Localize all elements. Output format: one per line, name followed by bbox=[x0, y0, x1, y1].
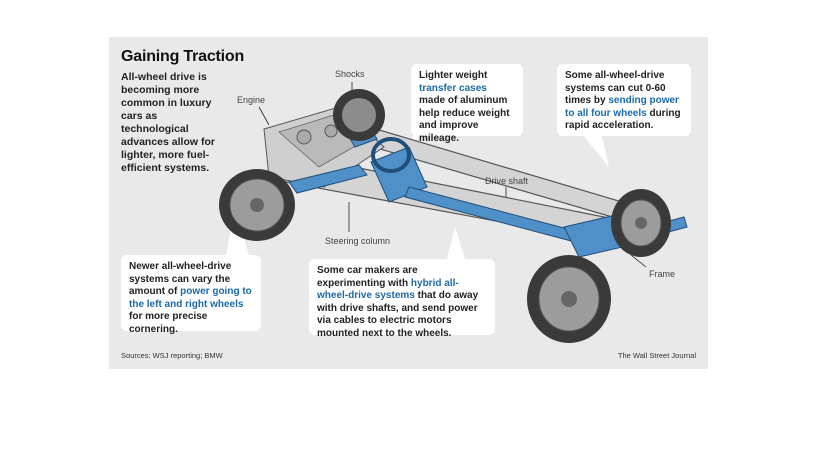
callout-hybrid-pre: Some car makers are experimenting with bbox=[317, 265, 418, 289]
wheel-rear-left bbox=[527, 255, 611, 343]
label-steering-column: Steering column bbox=[325, 236, 391, 246]
callout-transfer-cases: Lighter weight transfer cases made of al… bbox=[411, 64, 523, 144]
callout-hybrid-post: that do away with drive shafts, and send… bbox=[317, 290, 479, 339]
credit: The Wall Street Journal bbox=[617, 351, 696, 360]
callout-transfer-pre: Lighter weight bbox=[419, 70, 488, 81]
callout-hybrid: Some car makers are experimenting with h… bbox=[309, 259, 495, 339]
hybrid-pointer bbox=[447, 227, 465, 259]
wheel-front-right bbox=[333, 89, 385, 141]
callout-acceleration-pre: Some all-wheel-drive systems can cut 0-6… bbox=[565, 70, 666, 106]
callout-acceleration: Some all-wheel-drive systems can cut 0-6… bbox=[557, 64, 691, 136]
chassis-illustration bbox=[219, 82, 688, 343]
wheel-front-left bbox=[219, 169, 295, 241]
label-frame: Frame bbox=[649, 269, 676, 279]
intro-text: All-wheel drive is becoming more common … bbox=[121, 71, 215, 174]
callout-cornering-highlight: power going to the left and right wheels bbox=[129, 286, 252, 310]
callout-acceleration-highlight: sending power to all four wheels bbox=[565, 95, 679, 119]
callout-cornering: Newer all-wheel-drive systems can vary t… bbox=[121, 255, 261, 335]
callout-acceleration-post: during rapid acceleration. bbox=[565, 107, 681, 132]
frame-leader bbox=[630, 254, 647, 268]
acceleration-pointer bbox=[581, 133, 609, 167]
page-title: Gaining Traction bbox=[121, 48, 245, 65]
callout-transfer-post: made of aluminum help reduce weight and … bbox=[419, 95, 510, 144]
callout-cornering-pre: Newer all-wheel-drive systems can vary t… bbox=[129, 261, 232, 297]
callout-transfer-highlight: transfer cases bbox=[419, 82, 487, 94]
infographic: Gaining Traction All-wheel drive is beco… bbox=[109, 37, 708, 369]
callout-hybrid-highlight: hybrid all-wheel-drive systems bbox=[317, 277, 459, 302]
sources-note: Sources: WSJ reporting; BMW bbox=[121, 351, 223, 360]
label-engine: Engine bbox=[237, 95, 266, 105]
label-drive-shaft: Drive shaft bbox=[485, 176, 529, 186]
wheel-rear-right bbox=[611, 189, 671, 257]
callout-cornering-post: for more precise cornering. bbox=[129, 311, 208, 335]
label-shocks: Shocks bbox=[335, 69, 365, 79]
engine-leader bbox=[258, 106, 270, 126]
